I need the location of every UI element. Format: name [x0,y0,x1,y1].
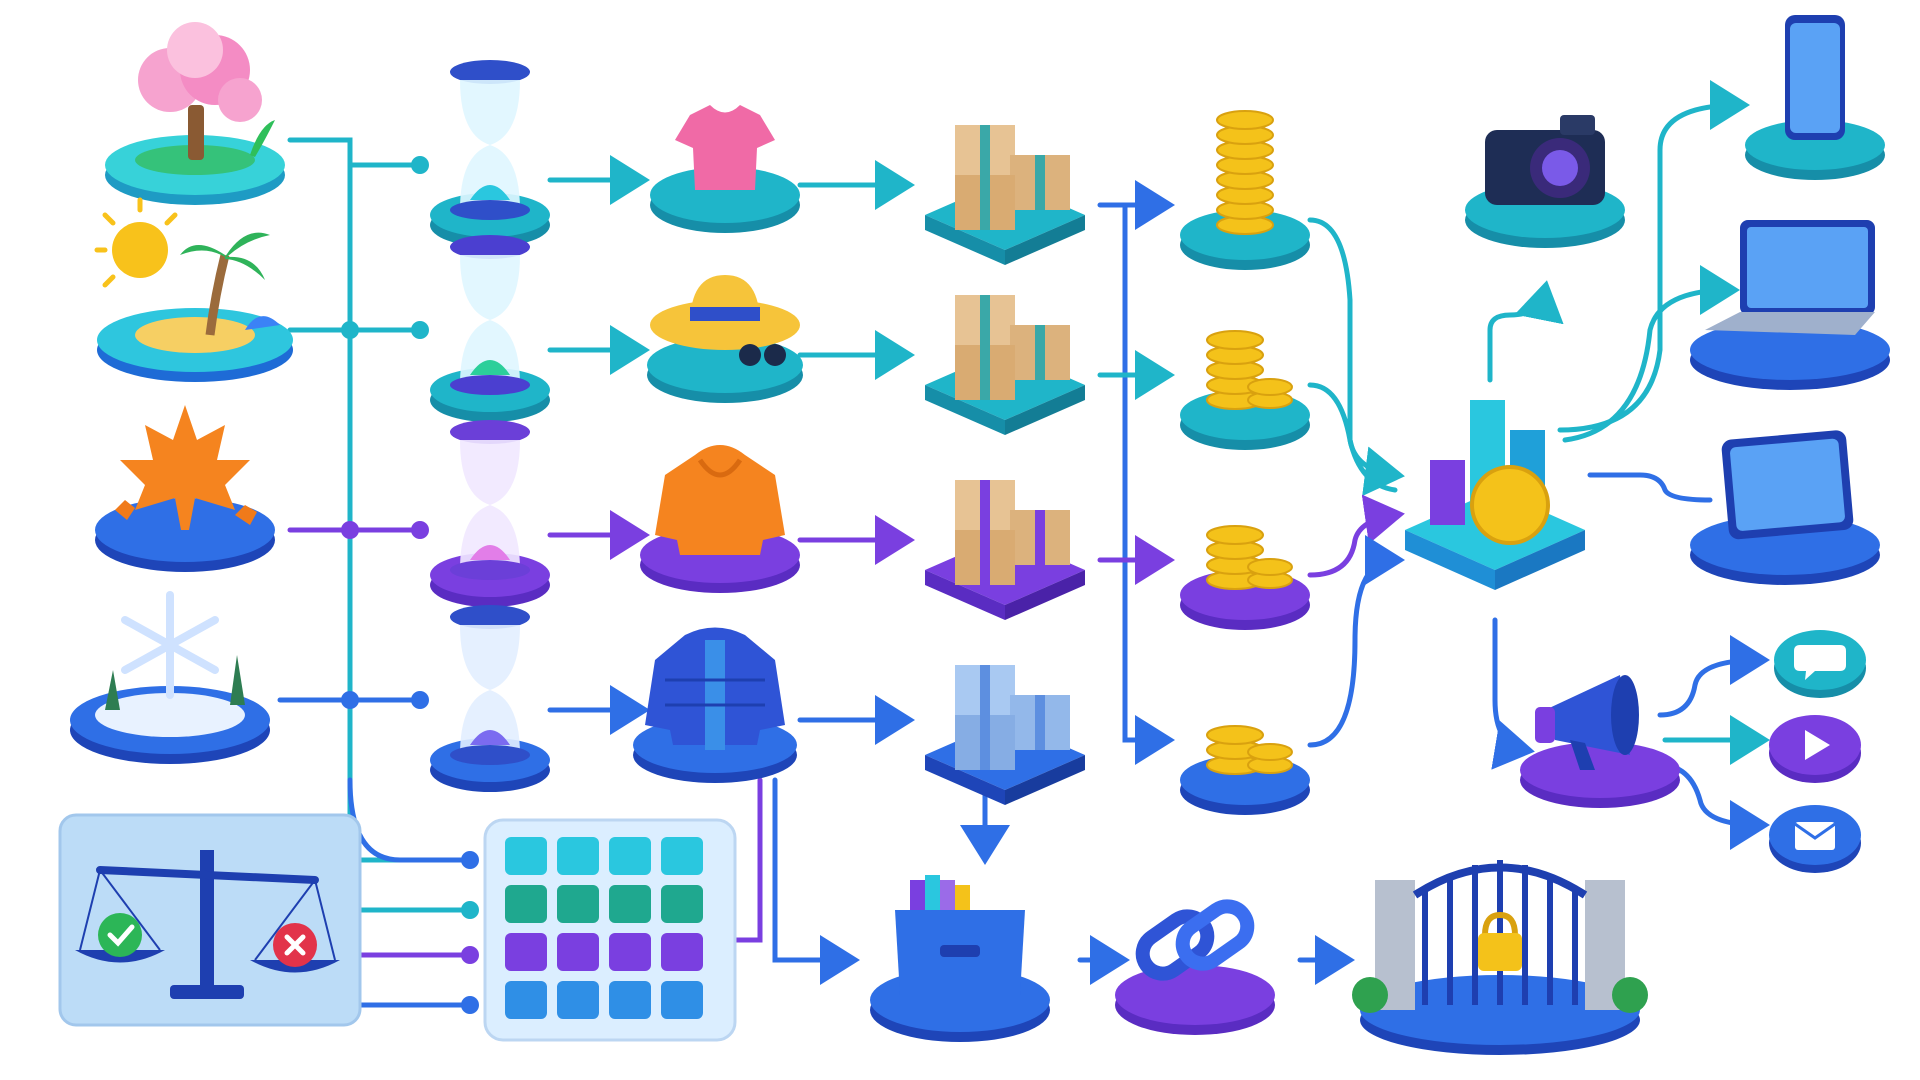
t-shirt-icon [650,105,800,233]
hourglass-node-2[interactable] [425,225,555,425]
cardboard-boxes-icon [925,665,1085,805]
coins-node-4[interactable] [1175,660,1315,820]
coins-node-1[interactable] [1175,90,1315,280]
hourglass-node-1[interactable] [425,50,555,250]
coin-stack-icon [1180,330,1310,450]
gate-padlock-icon [1352,860,1648,1055]
hourglass-icon [430,605,550,792]
mail-icon [1769,805,1861,873]
autumn-node[interactable] [85,380,285,580]
tablet-icon [1690,430,1880,585]
sun-hat-icon [647,275,803,403]
coins-node-3[interactable] [1175,475,1315,635]
chain-link-node[interactable] [1110,875,1280,1045]
chain-link-icon [1115,899,1275,1035]
boxes-node-4[interactable] [910,630,1100,820]
winter-node[interactable] [65,565,275,775]
coin-stack-icon [1180,110,1310,270]
coins-node-2[interactable] [1175,285,1315,455]
smartphone-icon [1745,15,1885,180]
sun-palm-beach-icon [94,197,293,382]
winter-jacket-icon [633,627,797,783]
boxes-node-2[interactable] [910,260,1100,450]
balance-scale-panel[interactable] [50,800,370,1040]
boxes-node-1[interactable] [910,90,1100,280]
balance-scale-icon [58,813,362,1027]
spring-node[interactable] [100,22,290,215]
cardboard-boxes-icon [925,125,1085,265]
coin-stack-icon [1180,725,1310,815]
mail-channel-node[interactable] [1765,785,1865,885]
camera-icon [1465,115,1625,248]
bar-chart-coin-icon [1405,400,1585,590]
chat-bubble-icon [1774,630,1866,698]
hourglass-icon [430,60,550,247]
boxes-node-3[interactable] [910,445,1100,635]
hourglass-icon [430,420,550,607]
laptop-icon [1690,220,1890,390]
hourglass-node-3[interactable] [425,410,555,610]
color-grid-icon [483,818,737,1042]
chat-channel-node[interactable] [1770,610,1870,710]
summer-node[interactable] [94,195,295,395]
storage-box-node[interactable] [865,850,1055,1050]
smartphone-node[interactable] [1740,5,1890,195]
megaphone-node[interactable] [1515,645,1685,815]
t-shirt-node[interactable] [645,80,805,240]
maple-leaf-icon [95,405,275,572]
winter-jacket-node[interactable] [625,610,805,790]
sun-hat-node[interactable] [640,245,810,415]
color-grid-panel[interactable] [480,815,740,1045]
play-icon [1769,715,1861,783]
camera-node[interactable] [1460,90,1630,260]
cherry-blossom-tree-icon [105,22,285,205]
coin-stack-icon [1180,525,1310,630]
video-channel-node[interactable] [1765,695,1865,795]
cardboard-boxes-icon [925,480,1085,620]
hoodie-node[interactable] [635,430,805,600]
hourglass-icon [430,235,550,422]
hoodie-icon [640,445,800,593]
cardboard-boxes-icon [925,295,1085,435]
megaphone-icon [1520,675,1680,808]
tablet-node[interactable] [1685,405,1885,595]
file-storage-box-icon [870,875,1050,1042]
hourglass-node-4[interactable] [425,595,555,795]
laptop-node[interactable] [1685,200,1895,400]
analytics-hub-node[interactable] [1395,380,1595,600]
locked-gate-node[interactable] [1350,820,1650,1060]
snowflake-pine-icon [70,591,270,764]
